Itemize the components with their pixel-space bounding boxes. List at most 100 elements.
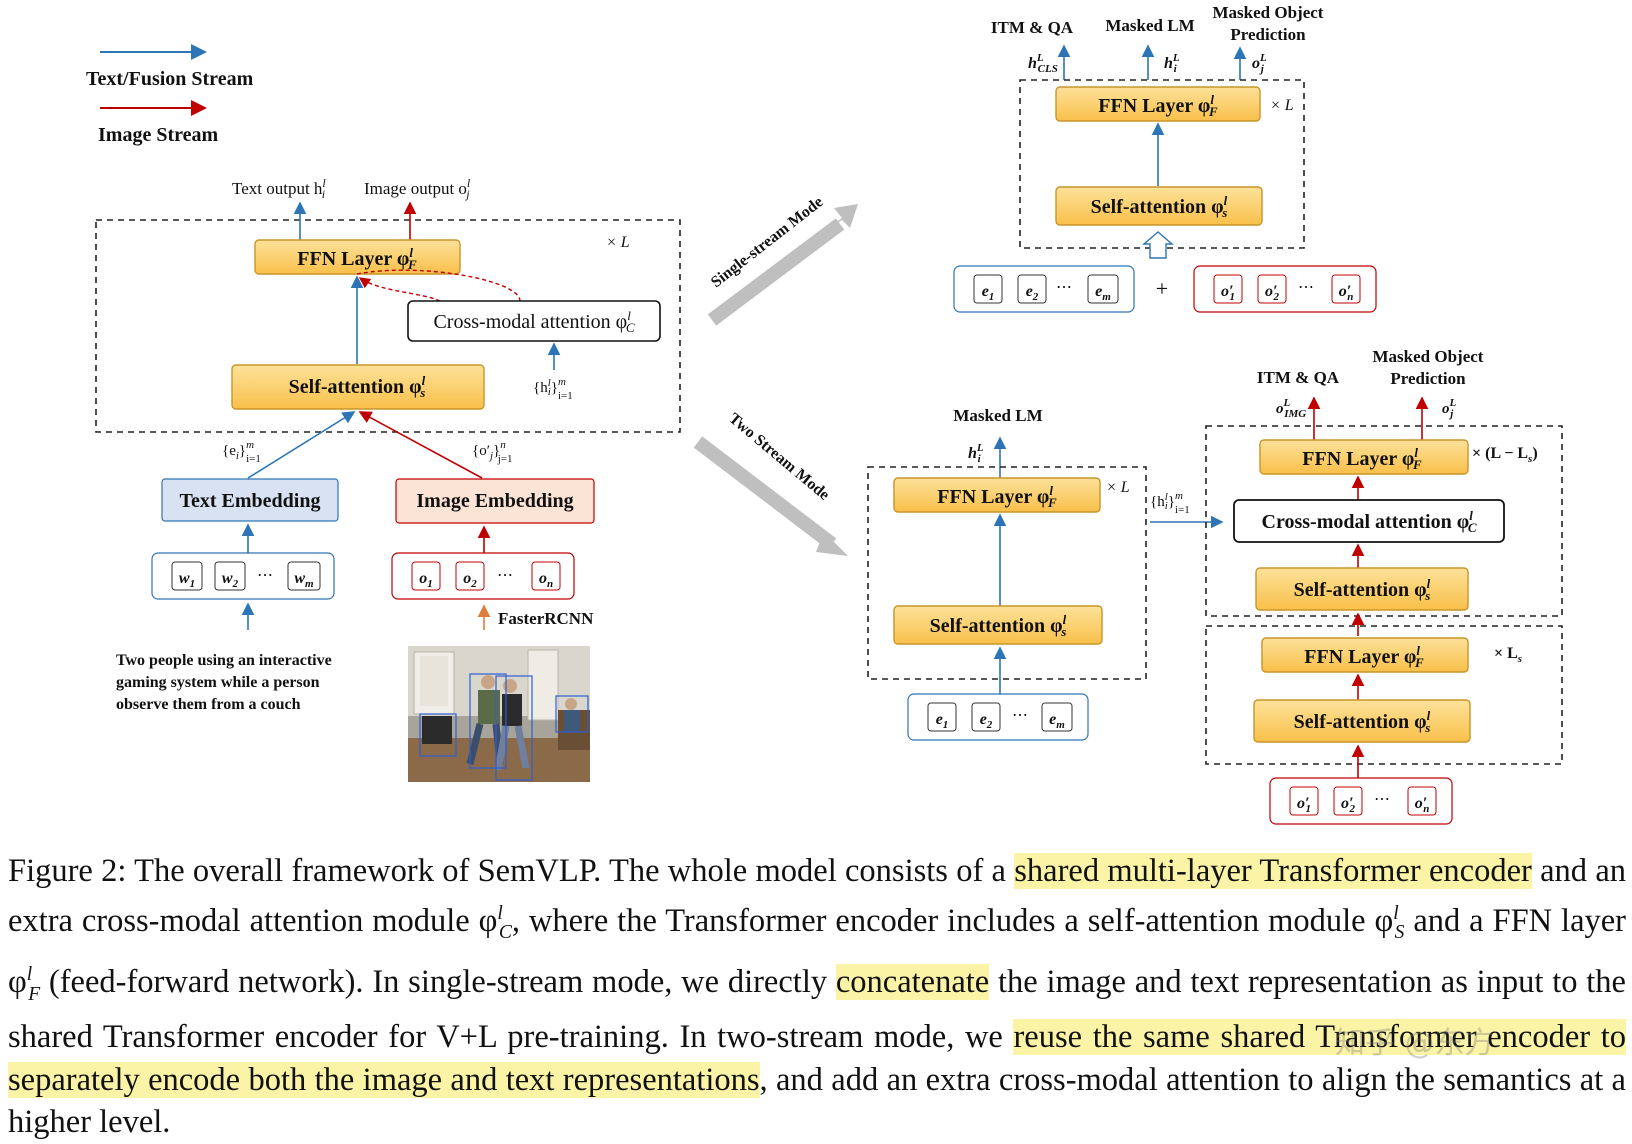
caption-sub: F (28, 983, 41, 1005)
e-token-label: e2 (980, 711, 993, 731)
e-token-label: e1 (982, 283, 995, 303)
e-token-label: em (1049, 711, 1065, 731)
caption-text: (feed-forward network). In single-stream… (40, 964, 836, 1001)
o-token-label: o′n (1339, 283, 1354, 303)
o-token-label: o′n (1415, 795, 1430, 815)
object-token (411, 561, 441, 591)
e-token-label: e1 (936, 711, 949, 731)
e-token (973, 274, 1003, 304)
e-token (1041, 702, 1073, 732)
e-token (1087, 274, 1119, 304)
e-token-label: e2 (1026, 283, 1039, 303)
encoder-dashed-box (95, 219, 681, 433)
o-token (1213, 274, 1243, 304)
cross-merge-dashed-arrow (358, 277, 441, 302)
caption-text: , where the Transformer encoder includes… (511, 902, 1394, 939)
object-token-label: o2 (463, 570, 477, 590)
cross-to-ffn-dashed-arrow (356, 269, 521, 302)
object-token-label: o1 (419, 570, 433, 590)
caption-sup: l (1393, 902, 1399, 924)
object-token (455, 561, 485, 591)
fusion-dashed-box (1205, 425, 1563, 617)
caption-sup: l (497, 902, 503, 924)
two-stream-arrow-shaft (693, 436, 837, 550)
masked-lm-head: Masked LM (1105, 16, 1194, 35)
figure-caption: Figure 2: The overall framework of SemVL… (8, 850, 1626, 1144)
word-token-label: w1 (179, 570, 195, 590)
caption-text: and an extra cross-modal attention modul… (8, 853, 1626, 939)
o-token (1407, 786, 1437, 816)
word-token (214, 561, 246, 591)
text-encoder-dashed-box (867, 466, 1147, 680)
single-self-attention-block (1055, 186, 1263, 226)
mode-arrows: Single-stream Mode Two Stream Mode (693, 193, 858, 556)
fasterrcnn-label: FasterRCNN (498, 609, 594, 628)
two-stream-arrow-head (816, 532, 848, 556)
fusion-self-block (1255, 567, 1469, 611)
two-masked-lm-head: Masked LM (953, 406, 1042, 425)
concat-plus: + (1156, 276, 1168, 301)
e-ellipsis: ⋯ (1056, 279, 1072, 296)
caption-highlight: concatenate (835, 964, 990, 1001)
word-token-label: w2 (222, 570, 239, 590)
input-caption-line: observe them from a couch (116, 696, 301, 713)
framework-diagram: Text/Fusion Stream Image Stream Text out… (86, 3, 1563, 825)
concat-input-arrow (1142, 231, 1174, 259)
e-ellipsis: ⋯ (1012, 707, 1028, 724)
word-token-label: wm (294, 570, 314, 590)
image-embedding-to-self-arrow (358, 411, 483, 479)
two-repeat-L: × L (1106, 479, 1130, 496)
image-stream-legend-label: Image Stream (98, 124, 218, 146)
repeat-L-label: × L (606, 234, 630, 251)
two-masked-object-head: Masked Object (1373, 347, 1484, 366)
caption-sub: C (498, 921, 512, 943)
text-embedding-label: Text Embedding (180, 490, 321, 512)
object-token-label: on (539, 570, 553, 590)
o-token-label: o′1 (1297, 795, 1311, 815)
input-caption-line: Two people using an interactive (116, 652, 332, 669)
watermark: 知乎 @东方 (1335, 1026, 1495, 1061)
e-token (927, 702, 957, 732)
repeat-Ls: × Ls (1494, 645, 1522, 665)
o-token-label: o′2 (1265, 283, 1280, 303)
two-text-self-block (893, 605, 1103, 645)
o-token (1333, 786, 1363, 816)
text-embedding-to-self-arrow (247, 411, 356, 479)
e-token (1017, 274, 1047, 304)
caption-highlight: shared multi-layer Transformer encoder (1014, 853, 1532, 889)
text-embedding-block (161, 478, 339, 522)
o-token (1331, 274, 1361, 304)
single-ffn-block (1055, 86, 1261, 122)
two-itm-qa-head: ITM & QA (1257, 368, 1340, 387)
image-self-block (1253, 699, 1471, 743)
two-stream-mode-label: Two Stream Mode (725, 410, 832, 504)
single-stream-arrow-head (706, 204, 858, 318)
e-token-label: em (1095, 283, 1111, 303)
fusion-ffn-block (1259, 439, 1469, 475)
caption-text: and a FFN layer φ (8, 902, 1626, 1001)
cross-modal-attention-block (407, 300, 661, 342)
object-ellipsis: ⋯ (497, 567, 513, 584)
text-stream-legend-label: Text/Fusion Stream (86, 68, 254, 90)
